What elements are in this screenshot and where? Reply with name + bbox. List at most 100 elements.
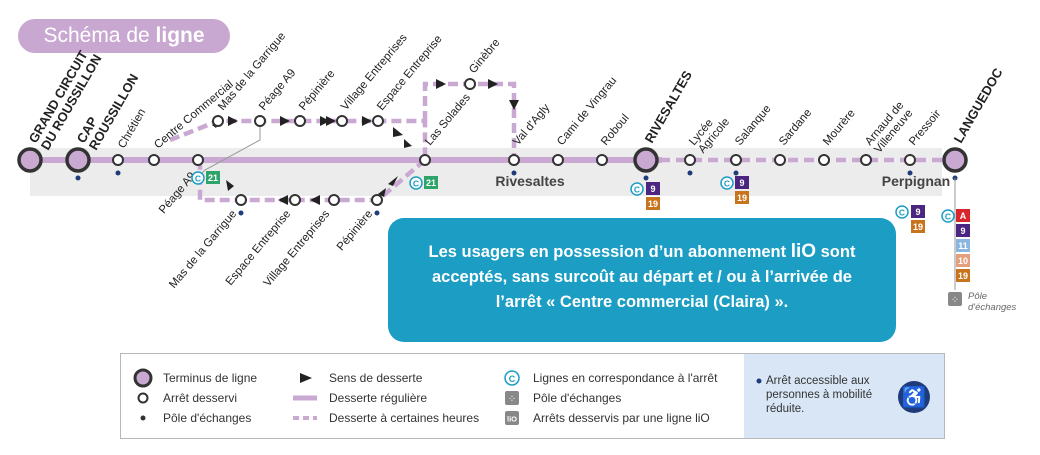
stop-village-bot[interactable]: [328, 194, 340, 206]
title-prefix: Schéma de: [43, 24, 156, 47]
svg-text:⁘: ⁘: [951, 295, 959, 306]
legend-arret: Arrêt desservi: [163, 391, 238, 405]
badge-salanque-9: 9: [739, 178, 744, 188]
stop-peage-bot[interactable]: [192, 154, 204, 166]
legend-accessible-3: réduite.: [766, 403, 805, 415]
stop-arnaud[interactable]: [860, 154, 872, 166]
stop-village-top[interactable]: [336, 115, 348, 127]
pole-label-1: Pôle: [968, 291, 987, 302]
label-las-solades: Las Solades: [423, 92, 473, 148]
label-sardane: Sardane: [777, 107, 814, 148]
svg-text:Arnaud deVilleneuve: Arnaud deVilleneuve: [863, 100, 916, 156]
legend-symbols: C ⁘ liO ♿: [133, 368, 930, 425]
legend-lio-icon: [505, 411, 519, 425]
peage-connector: [199, 121, 261, 176]
correspondence-icon: [409, 176, 423, 190]
stop-ginebre[interactable]: [464, 78, 476, 90]
correspondence-c: C: [724, 179, 730, 189]
badge-languedoc-19: 19: [958, 271, 968, 281]
stop-mas-garrigue-bot[interactable]: [235, 194, 247, 206]
badge-salanque-19: 19: [737, 193, 747, 203]
stop-cami-vingrau[interactable]: [552, 154, 564, 166]
terminus-grand-circuit[interactable]: [17, 147, 43, 173]
badge-rivesaltes-19: 19: [648, 199, 658, 209]
stop-mourere[interactable]: [818, 154, 830, 166]
svg-text:♿: ♿: [902, 385, 927, 409]
stop-las-solades[interactable]: [419, 154, 431, 166]
correspondence-c: C: [195, 174, 201, 184]
badge-languedoc-9: 9: [960, 226, 965, 236]
label-ginebre: Ginèbre: [467, 37, 502, 76]
notice-line1-b: sont: [816, 243, 856, 261]
svg-text:⁘: ⁘: [508, 394, 516, 405]
legend-pole-icon: [140, 415, 146, 421]
pole-label-2: d'échanges: [968, 302, 1017, 313]
legend-reguliere: Desserte régulière: [329, 391, 428, 405]
badge-peage-21: 21: [208, 173, 218, 183]
legend-terminus: Terminus de ligne: [163, 371, 258, 385]
correspondence-c: C: [899, 208, 905, 218]
label-espace-top: Espace Entreprise: [375, 33, 445, 113]
badge-languedoc-A: A: [960, 211, 967, 221]
badge-languedoc-11: 11: [958, 241, 968, 251]
stop-peage-top[interactable]: [254, 115, 266, 127]
correspondence-icon: [191, 171, 205, 185]
label-centre-commercial: Centre Commercial: [152, 78, 236, 151]
label-village-top: Village Entreprises: [339, 32, 410, 113]
stop-pressoir[interactable]: [904, 154, 916, 166]
stop-centre-commercial[interactable]: [148, 154, 160, 166]
legend-sens: Sens de desserte: [329, 371, 423, 385]
legend-certaines: Desserte à certaines heures: [329, 411, 480, 425]
stop-chretien[interactable]: [112, 154, 124, 166]
wheelchair-icon: [898, 381, 930, 413]
stops: [17, 78, 968, 206]
stop-espace-top[interactable]: [372, 115, 384, 127]
stop-espace-bot[interactable]: [289, 194, 301, 206]
legend-correspondence-icon: [504, 370, 520, 386]
stop-val-agly[interactable]: [508, 154, 520, 166]
stop-salanque[interactable]: [730, 154, 742, 166]
stop-pepiniere-bot[interactable]: [371, 194, 383, 206]
terminus-languedoc[interactable]: [942, 147, 968, 173]
notice-line3: l’arrêt « Centre commercial (Claira) ».: [495, 293, 789, 311]
correspondence-icon: [720, 176, 734, 190]
label-rivesaltes-stop: RIVESALTES: [642, 68, 695, 146]
stop-sardane[interactable]: [774, 154, 786, 166]
town-rivesaltes: Rivesaltes: [495, 173, 564, 189]
label-cap-2: ROUSSILLON: [86, 71, 142, 152]
town-perpignan: Perpignan: [882, 173, 950, 189]
label-languedoc: LANGUEDOC: [951, 65, 1006, 146]
stop-pepiniere-top[interactable]: [294, 115, 306, 127]
label-peage-top: Péage A9: [257, 67, 298, 113]
legend-lio-stops: Arrêts desservis par une ligne liO: [533, 411, 710, 425]
stop-roboul[interactable]: [596, 154, 608, 166]
stop-lycee[interactable]: [684, 154, 696, 166]
legend-pole2: Pôle d'échanges: [533, 391, 622, 405]
legend-terminus-icon: [133, 368, 153, 388]
lio-notice: Les usagers en possession d’un abonnemen…: [388, 218, 896, 342]
legend-stop-icon: [137, 392, 149, 404]
stop-mas-garrigue-top[interactable]: [212, 115, 224, 127]
correspondences: C 21 C 21 C 9 19 C 9 19 C 9: [191, 171, 1017, 313]
correspondence-icon: [895, 205, 909, 219]
badge-perpignan-9: 9: [915, 207, 920, 217]
legend-pole: Pôle d'échanges: [163, 411, 252, 425]
legend-accessible-dot: [756, 378, 762, 384]
legend-accessible-1: Arrêt accessible aux: [766, 375, 870, 387]
stop-rivesaltes[interactable]: [633, 147, 659, 173]
legend-correspondance: Lignes en correspondance à l'arrêt: [533, 371, 718, 385]
title-bold: ligne: [155, 24, 205, 47]
correspondence-c: C: [634, 185, 640, 195]
legend: C ⁘ liO ♿ Terminus de ligne Arrêt desser…: [120, 353, 945, 439]
legend-lio-badge: liO: [507, 415, 517, 424]
notice-line1-a: Les usagers en possession d’un abonnemen…: [428, 243, 791, 261]
label-pepiniere-top: Pépinière: [297, 68, 337, 113]
label-mas-garrigue-top: Mas de la Garrigue: [216, 30, 288, 113]
terminus-cap-roussillon[interactable]: [65, 147, 91, 173]
badge-perpignan-19: 19: [913, 222, 923, 232]
legend-c: C: [509, 374, 516, 384]
lio-logo: liO: [790, 241, 817, 262]
pole-echanges-icon: [948, 292, 962, 306]
